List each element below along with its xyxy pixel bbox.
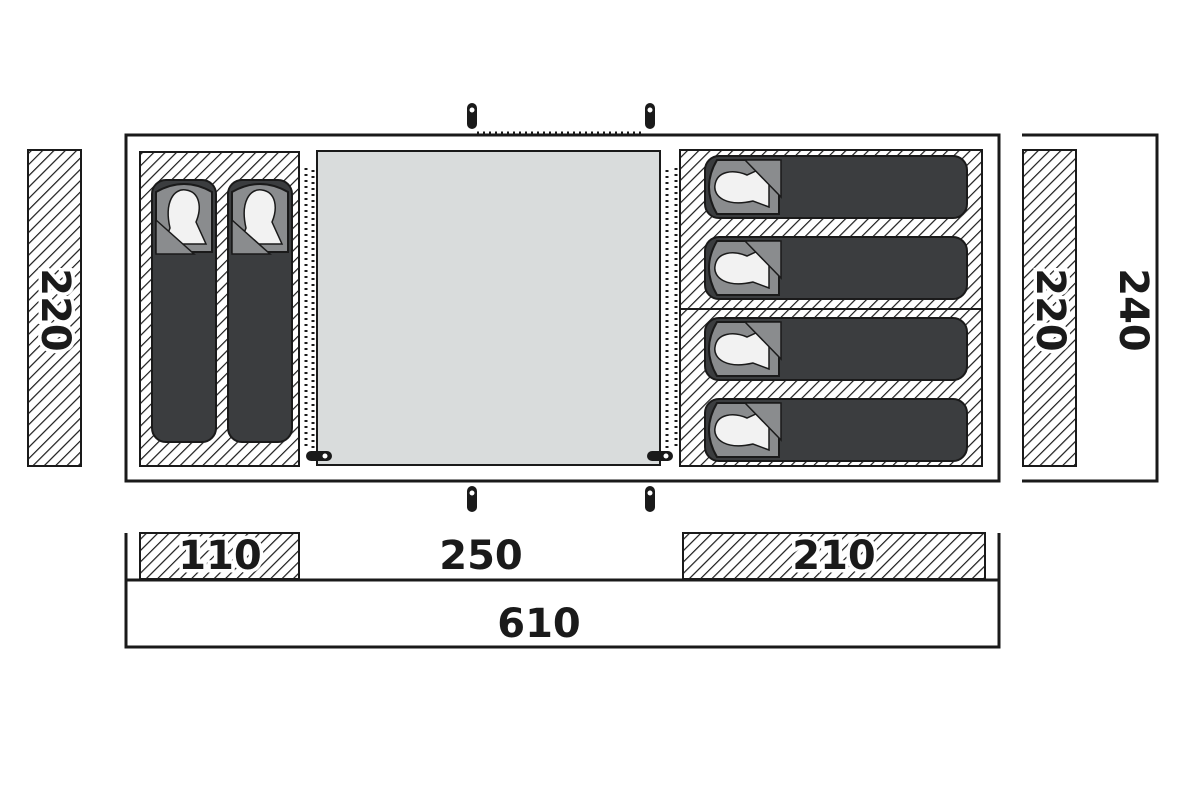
sleeping-bag [227,179,293,443]
right-depth-box [1022,149,1077,467]
sleeper-head-icon [714,325,770,371]
sleeping-bag-flap [743,240,782,280]
left-depth-label: 220 [32,268,78,352]
left-width-label: 110 [178,533,262,579]
tent-peg [645,103,655,129]
sleeper-head-icon [714,406,770,452]
right-width-label: 210 [792,533,876,579]
tent-peg [467,103,477,129]
living-area [316,150,661,466]
tent-peg [467,486,477,512]
sleeping-bag [704,155,968,219]
total-depth-bracket [1022,133,1159,483]
right-depth-label: 220 [1027,268,1073,352]
sleeping-bag-flap [155,218,196,255]
sleeping-bag [704,236,968,300]
sleeper-head-icon [238,189,284,245]
right-width-box [682,532,986,580]
total-depth-label: 240 [1110,268,1156,352]
total-length-bracket [124,533,1001,649]
sleeping-bag-flap [231,218,272,255]
tent-peg [647,451,673,461]
sleeper-head-icon [162,189,208,245]
sleeper-head-icon [714,244,770,290]
zippers [304,131,678,483]
sleeping-bag-flap [743,402,782,442]
sleeping-bag [704,317,968,381]
sleeping-bag [704,398,968,462]
tent-pegs [306,103,673,512]
tent-peg [645,486,655,512]
sleeping-bag-flap [743,159,782,199]
left-width-box [139,532,300,580]
tent-peg [306,451,332,461]
sleeper-head-icon [714,163,770,209]
left-bedroom-sleeping-bags [151,179,293,443]
sleeping-bag-flap [743,321,782,361]
left-depth-box [27,149,82,467]
sleeping-bag [151,179,217,443]
total-length-label: 610 [497,601,581,647]
right-bedroom-sleeping-bags [704,155,968,462]
living-width-label: 250 [439,533,523,579]
